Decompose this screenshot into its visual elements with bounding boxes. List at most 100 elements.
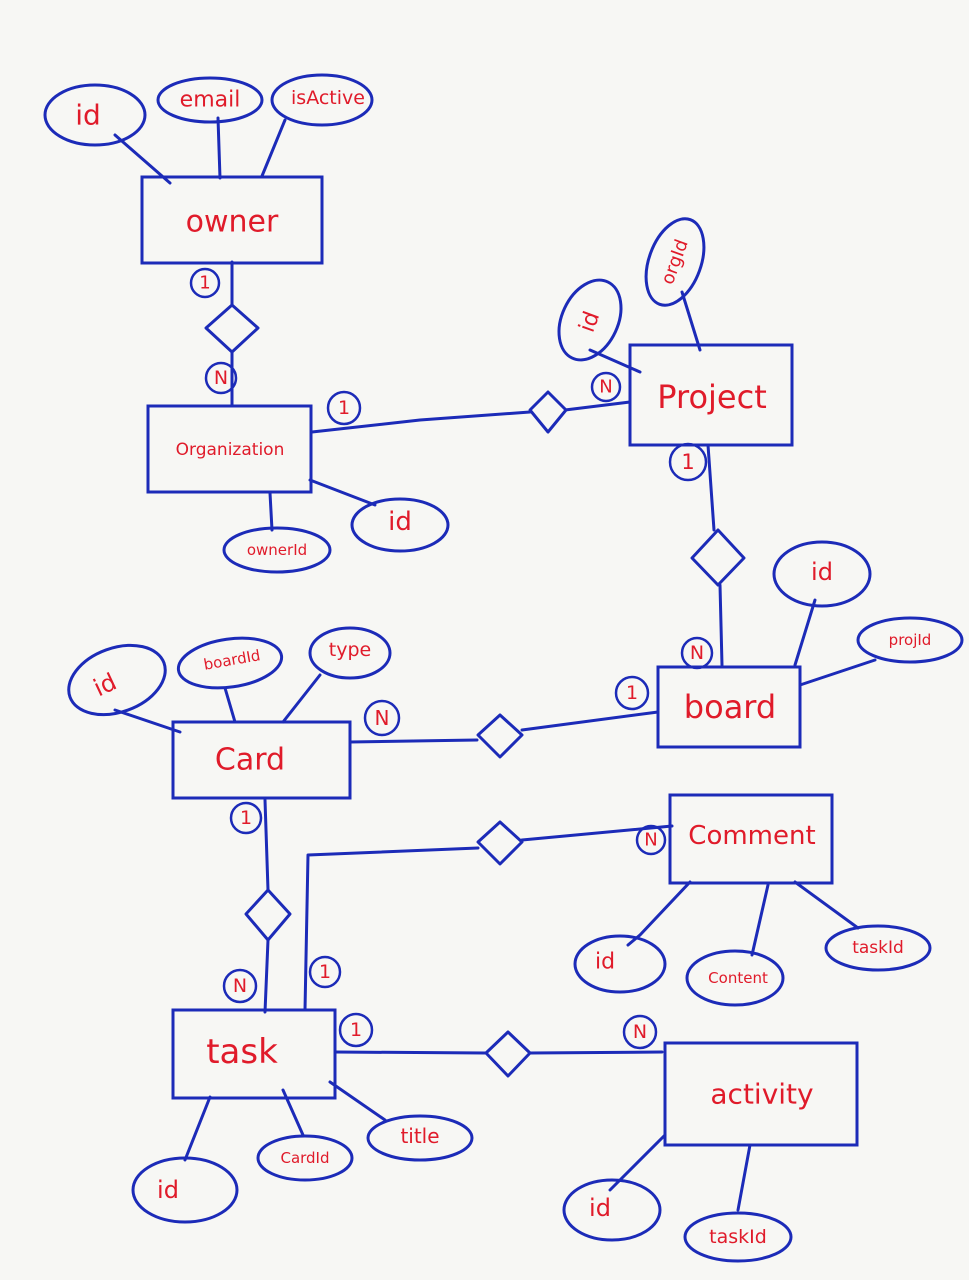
attr-comment-content: [685, 949, 785, 1007]
rel-organization-project-diamond: [528, 390, 568, 434]
card-board-n: N: [690, 642, 704, 664]
rel-board-card-diamond: [476, 713, 524, 759]
card-owner-1-circle: [189, 267, 221, 299]
entity-task-box: [171, 1008, 337, 1100]
rel-task-activity-diamond: [484, 1030, 532, 1078]
task-title-link: [328, 1080, 387, 1122]
card-activity-n-circle: [622, 1014, 658, 1050]
entity-owner-box: [140, 175, 324, 265]
attr-comment-taskid: [824, 924, 932, 972]
card-type-link: [281, 673, 322, 724]
entity-organization-box: [146, 404, 313, 494]
attr-organization-id: [350, 497, 450, 553]
attr-task-title: [366, 1114, 474, 1162]
entity-card-box: [171, 720, 352, 800]
owner-isactive-link: [260, 118, 287, 178]
attr-owner-email: [156, 76, 264, 124]
card-board-1-circle: [614, 675, 650, 711]
attr-card-boardid-label: boardId: [202, 646, 262, 674]
attr-card-type-label: type: [329, 639, 371, 661]
activity-id-link: [608, 1133, 667, 1192]
card-card-n: N: [375, 706, 390, 730]
card-task-n: N: [233, 975, 247, 997]
entity-owner-label: owner: [186, 205, 279, 240]
org-ownerid-link: [268, 491, 274, 532]
activity-taskid-link: [736, 1143, 752, 1212]
entity-activity-label: activity: [710, 1078, 813, 1111]
card-organization-1: 1: [338, 397, 350, 419]
rel-task-comment-diamond: [476, 820, 524, 866]
attr-activity-id: [562, 1178, 662, 1242]
attr-comment-id: [573, 934, 667, 994]
attr-comment-taskid-label: taskId: [852, 938, 904, 958]
relationship-diamonds: [204, 303, 746, 1078]
attributes: id email isActive ownerId id id orgId id…: [43, 73, 964, 1263]
org-project-line-b: [563, 400, 632, 412]
card-boardid-link: [223, 686, 237, 724]
attr-organization-ownerid-label: ownerId: [247, 541, 307, 559]
attr-activity-taskid: [683, 1211, 793, 1263]
entity-board-box: [656, 665, 802, 749]
attr-card-id-label: id: [89, 668, 121, 703]
attr-owner-isactive: [270, 73, 374, 127]
attr-task-id-label: id: [157, 1176, 179, 1204]
card-task-line-a: [263, 798, 270, 892]
attr-board-id-label: id: [811, 558, 833, 586]
entity-task-label: task: [206, 1032, 278, 1072]
task-comment-line-a: [303, 846, 480, 1012]
rel-project-board-diamond: [690, 528, 746, 587]
attr-task-cardid-label: CardId: [280, 1149, 329, 1167]
project-orgid-link: [680, 290, 702, 352]
card-task-comment-1-circle: [308, 955, 342, 989]
task-id-link: [183, 1095, 212, 1162]
card-project-1: 1: [681, 450, 694, 474]
entity-comment-label: Comment: [688, 821, 815, 851]
card-board-1: 1: [626, 682, 638, 704]
attr-card-type: [308, 626, 392, 680]
card-comment-n: N: [644, 830, 657, 851]
attr-project-id-label: id: [575, 308, 605, 335]
card-id-link: [113, 708, 182, 734]
comment-content-link: [750, 883, 770, 957]
connector-lines: [113, 116, 877, 1212]
attr-board-projid-label: projId: [889, 631, 932, 649]
card-card-1: 1: [240, 807, 252, 829]
entity-project-box: [628, 343, 794, 447]
attr-owner-isactive-label: isActive: [291, 87, 365, 109]
task-comment-line-b: [520, 824, 674, 842]
attr-owner-email-label: email: [180, 88, 241, 113]
card-board-n-circle: [680, 636, 714, 670]
attr-board-projid: [856, 616, 964, 664]
org-id-link: [308, 478, 377, 507]
board-id-link: [793, 598, 817, 667]
owner-id-link: [113, 133, 172, 185]
entity-activity-box: [663, 1041, 859, 1147]
comment-id-link: [626, 880, 692, 947]
task-activity-line-b: [528, 1050, 664, 1055]
card-task-line-b: [263, 938, 270, 1014]
card-activity-n: N: [633, 1021, 647, 1043]
board-projid-link: [798, 658, 877, 687]
owner-email-link: [216, 116, 222, 180]
attr-organization-id-label: id: [388, 507, 412, 537]
attr-organization-ownerid: [222, 526, 332, 574]
entity-organization-label: Organization: [176, 440, 285, 460]
project-board-line-a: [706, 443, 716, 532]
card-project-n-circle: [590, 371, 622, 403]
card-comment-n-circle: [635, 824, 667, 856]
board-card-line-a: [520, 710, 660, 732]
card-organization-n: N: [214, 367, 228, 389]
comment-taskid-link: [793, 880, 860, 930]
card-organization-1-circle: [326, 390, 362, 426]
rel-card-task-diamond: [244, 888, 292, 942]
card-project-1-circle: [668, 442, 708, 482]
card-card-1-circle: [229, 801, 263, 835]
entity-comment-box: [668, 793, 834, 885]
card-task-comment-1: 1: [319, 961, 331, 983]
card-project-n: N: [599, 377, 612, 398]
board-card-line-b: [348, 738, 479, 744]
attr-project-orgid: [644, 217, 706, 307]
attr-activity-id-label: id: [589, 1194, 611, 1222]
cardinalities: 1 N 1 N 1 N 1 N 1 N 1 N 1 N: [189, 267, 714, 1050]
